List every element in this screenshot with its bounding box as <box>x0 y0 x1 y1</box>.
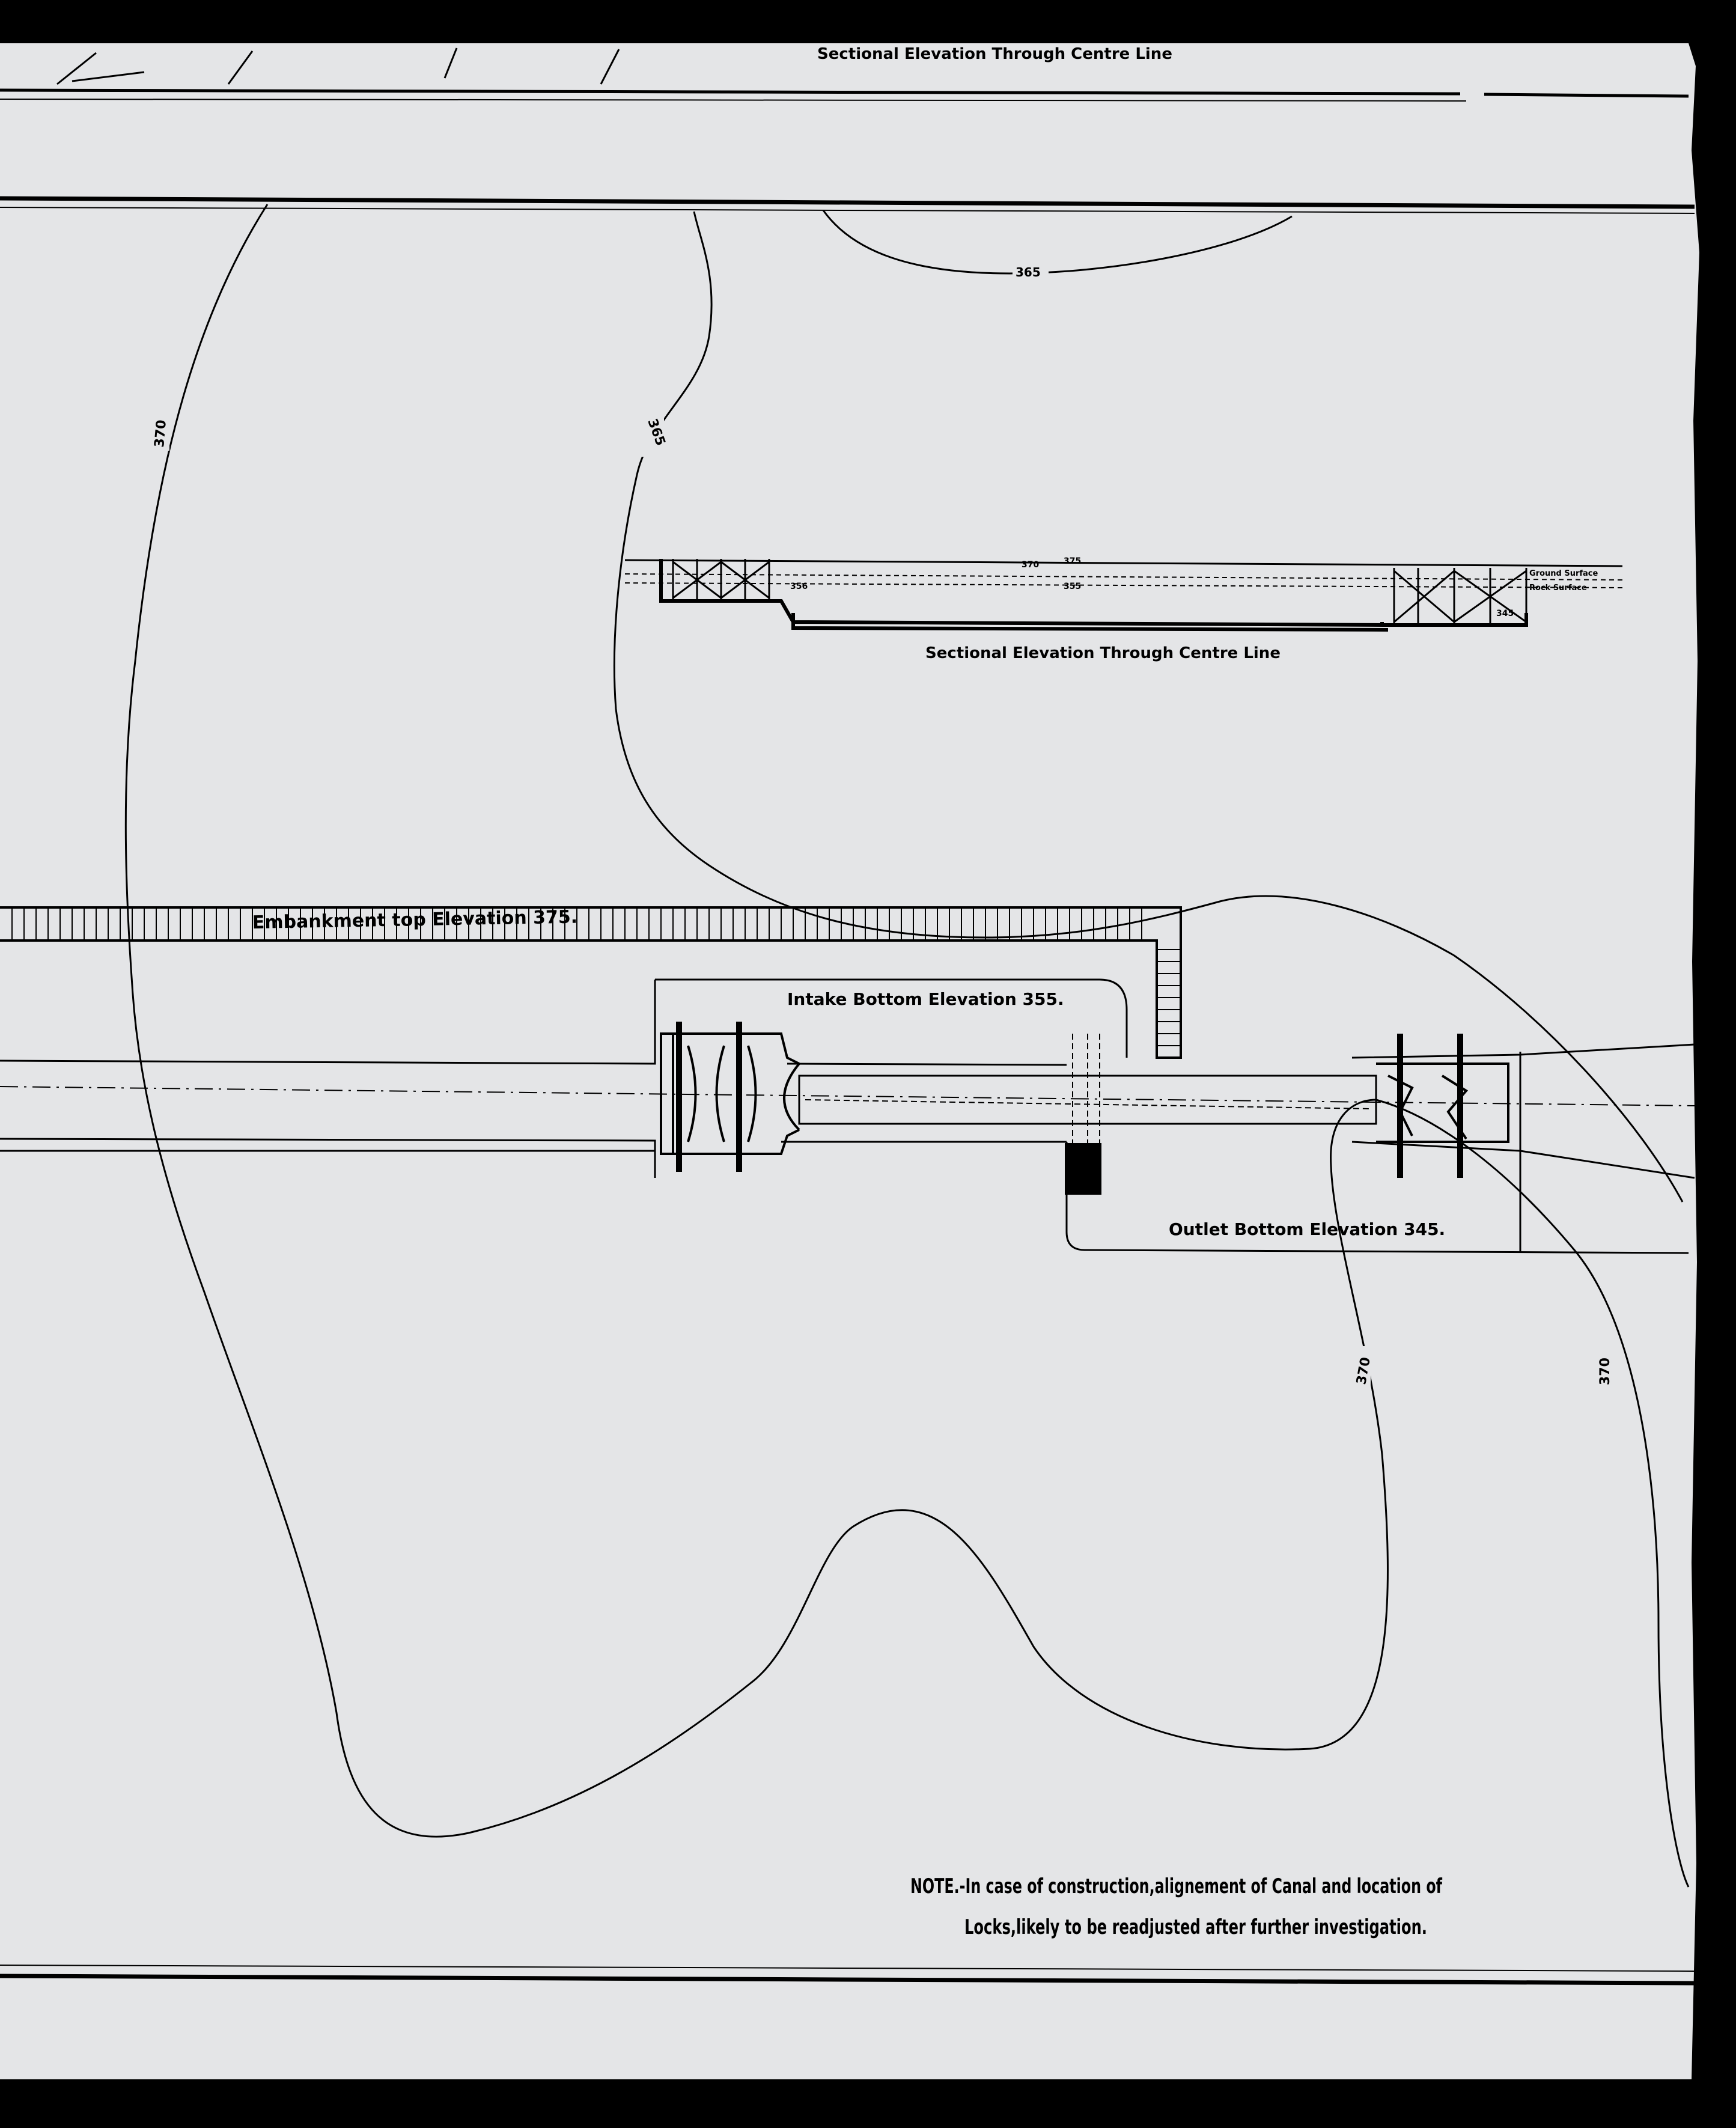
inset-section <box>624 559 1623 632</box>
contour-labels: 365 370 365 370 370 <box>149 261 1614 1388</box>
intake-basin-outline <box>655 978 1128 1058</box>
inset-elev-375: 375 <box>1064 556 1081 566</box>
top-strip-line-upper <box>0 88 1461 96</box>
top-section-title: Sectional Elevation Through Centre Line <box>817 45 1172 63</box>
top-strip-line-lower <box>0 99 1467 102</box>
inset-elev-370: 370 <box>1022 560 1039 570</box>
canal-centre-line <box>0 1086 1695 1106</box>
contour-370-bottom-right <box>1375 1099 1690 1888</box>
outlet-lock <box>1376 1034 1509 1178</box>
canal-bank-north <box>0 980 1695 1066</box>
intake-lock <box>660 1022 800 1172</box>
inset-ground-surface-label: Ground Surface <box>1529 569 1598 578</box>
embankment-outline <box>0 906 1182 1059</box>
inset-section-title: Sectional Elevation Through Centre Line <box>925 644 1281 662</box>
note-line-2: Locks,likely to be readjusted after furt… <box>964 1915 1427 1939</box>
culvert-outlet-block <box>1065 1143 1101 1195</box>
intake-label: Intake Bottom Elevation 355. <box>787 989 1064 1009</box>
frame-top <box>0 196 1695 209</box>
frame-top-thin <box>0 207 1695 214</box>
contour-label-370-left: 370 <box>152 419 169 448</box>
note-line-1: NOTE.-In case of construction,alignement… <box>910 1874 1443 1898</box>
inset-elev-355: 355 <box>1064 582 1081 591</box>
top-strip-line-upper-b <box>1484 93 1689 98</box>
inset-rock-surface-label: Rock Surface <box>1529 584 1587 593</box>
contour-label-365-top: 365 <box>1016 265 1041 279</box>
top-strip-ticks <box>56 47 620 85</box>
outlet-basin-outline <box>1065 1142 1689 1254</box>
embankment-hatch <box>11 907 1181 1046</box>
contour-370-left <box>124 204 1389 1838</box>
frame-bottom <box>0 1974 1695 1986</box>
canal-bank-south <box>0 1138 1695 1179</box>
inset-elev-345: 345 <box>1496 609 1514 618</box>
frame-bottom-thin <box>0 1965 1695 1972</box>
paper <box>0 43 1699 2079</box>
contour-label-370-bottom-right: 370 <box>1598 1358 1613 1385</box>
inset-elev-356: 356 <box>790 582 808 591</box>
outlet-label: Outlet Bottom Elevation 345. <box>1169 1219 1445 1239</box>
